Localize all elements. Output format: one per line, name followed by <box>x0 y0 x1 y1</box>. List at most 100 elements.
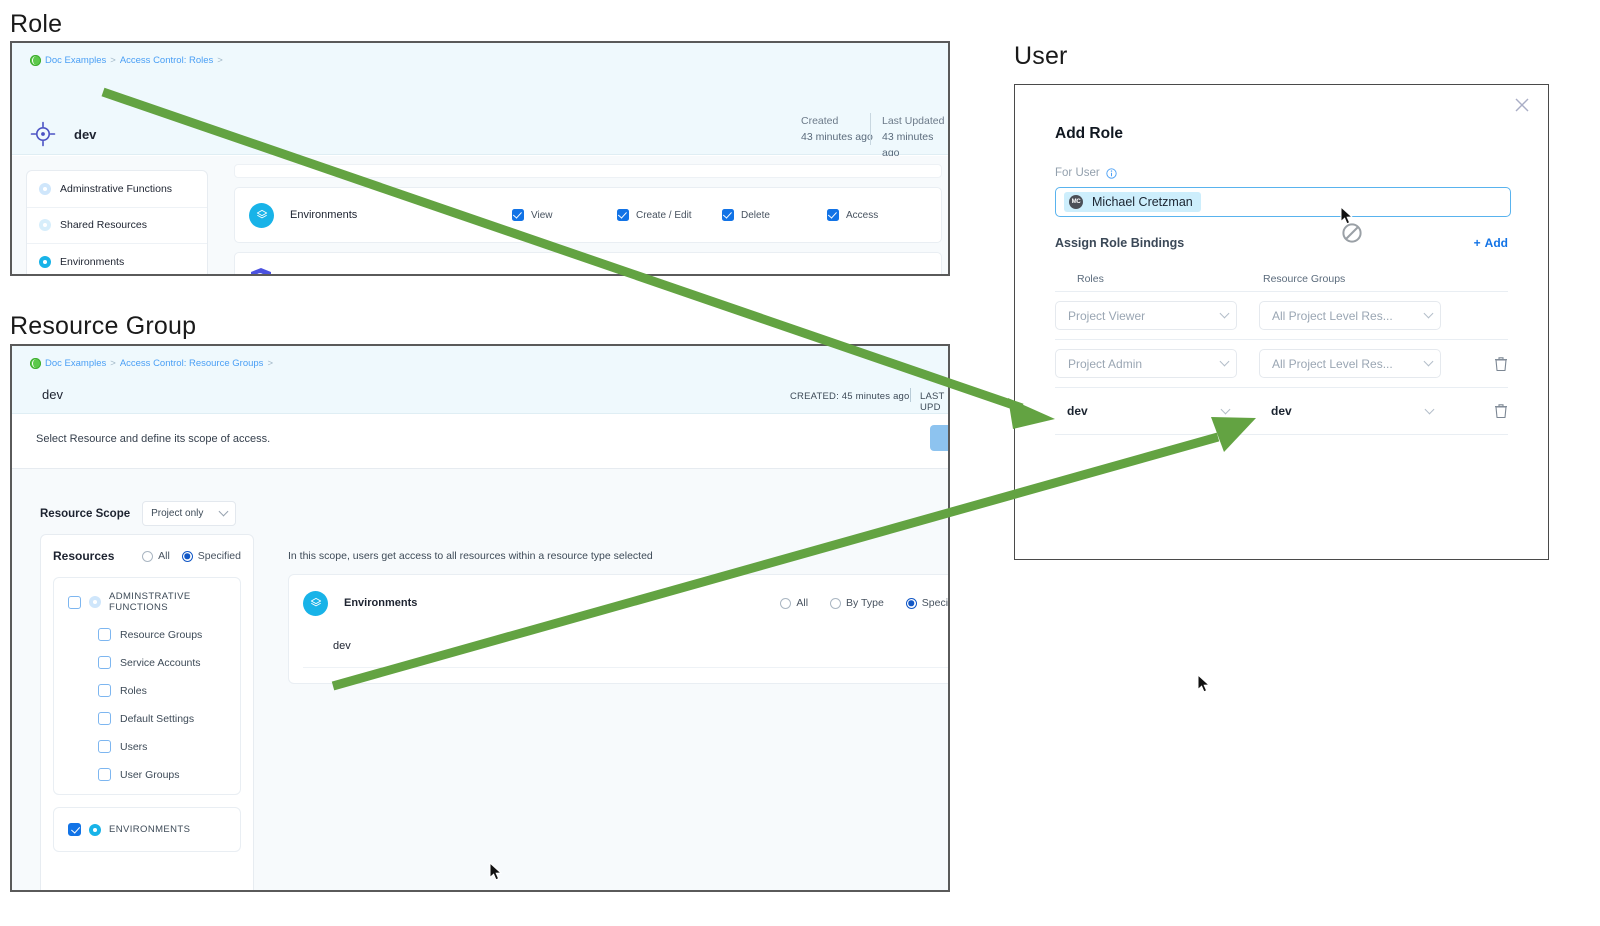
resource-group-panel: Doc Examples > Access Control: Resource … <box>10 344 950 892</box>
resource-item-user-groups[interactable]: User Groups <box>98 768 230 781</box>
delete-icon[interactable] <box>1494 403 1508 419</box>
breadcrumb-separator: > <box>110 358 116 369</box>
radio-all[interactable]: All <box>142 550 170 562</box>
created-value: 43 minutes ago <box>801 131 873 143</box>
sidebar-item-environments[interactable]: Environments <box>27 244 207 274</box>
updated-label: Last Updated <box>882 115 945 127</box>
role-category-list: Adminstrative Functions Shared Resources… <box>26 170 208 274</box>
radio-icon-selected <box>905 597 917 609</box>
page-title: dev <box>74 126 97 142</box>
checkbox-access[interactable]: Access <box>827 209 927 221</box>
resource-group-select[interactable]: All Project Level Res... <box>1259 349 1441 378</box>
meta-divider <box>870 113 871 145</box>
save-button[interactable]: Sav <box>930 425 948 451</box>
checkbox-view[interactable]: View <box>512 209 617 221</box>
role-value: dev <box>1067 404 1088 418</box>
resource-item-service-accounts[interactable]: Service Accounts <box>98 656 230 669</box>
radio-by-type[interactable]: By Type <box>830 597 884 609</box>
table-row: dev dev <box>1055 387 1508 435</box>
checkbox-icon[interactable] <box>98 628 111 641</box>
radio-all[interactable]: All <box>780 597 808 609</box>
sidebar-item-label: Shared Resources <box>60 219 147 232</box>
chevron-down-icon <box>1219 308 1230 319</box>
breadcrumb-separator: > <box>110 55 116 66</box>
rg-panel-header: Doc Examples > Access Control: Resource … <box>12 346 948 414</box>
resources-label: Resources <box>53 549 115 563</box>
environments-radio-group: All By Type Specified <box>780 597 948 609</box>
radio-specified[interactable]: Specified <box>905 597 948 609</box>
radio-icon <box>142 550 154 562</box>
caption-user: User <box>1014 42 1068 70</box>
sidebar-item-label: Adminstrative Functions <box>60 182 173 195</box>
radio-specified[interactable]: Specified <box>181 550 241 562</box>
role-select[interactable]: Project Admin <box>1055 349 1237 378</box>
checkbox-icon[interactable] <box>98 656 111 669</box>
info-icon[interactable] <box>1106 167 1117 179</box>
permission-row-environments[interactable]: Environments View Create / Edit Delet <box>234 187 942 243</box>
resource-item-default-settings[interactable]: Default Settings <box>98 712 230 725</box>
resource-scope-select[interactable]: Project only <box>142 501 237 526</box>
permission-row-security-tests[interactable]: Security Tests <box>234 252 942 276</box>
column-header-roles: Roles <box>1077 273 1104 285</box>
radio-icon <box>830 597 842 609</box>
resource-item-resource-groups[interactable]: Resource Groups <box>98 628 230 641</box>
rg-subheader: Select Resource and define its scope of … <box>12 415 948 469</box>
sidebar-item-shared-resources[interactable]: Shared Resources <box>27 208 207 244</box>
user-select-field[interactable]: MC Michael Cretzman <box>1055 187 1511 217</box>
radio-icon <box>780 597 792 609</box>
resource-scope-value: Project only <box>151 508 204 519</box>
target-icon <box>30 121 56 147</box>
mouse-cursor <box>1197 674 1211 693</box>
created-value: CREATED: 45 minutes ago <box>790 391 910 402</box>
sidebar-item-label: Environments <box>60 256 125 269</box>
resource-scope-row: Resource Scope Project only <box>40 501 237 526</box>
radio-label: By Type <box>846 597 884 609</box>
checkbox-create-edit[interactable]: Create / Edit <box>617 209 722 221</box>
resource-group-select[interactable]: All Project Level Res... <box>1259 301 1441 330</box>
scope-detail-area: In this scope, users get access to all r… <box>274 534 948 890</box>
chevron-down-icon <box>218 506 229 517</box>
modal-title: Add Role <box>1055 125 1124 142</box>
checkbox-icon[interactable] <box>98 712 111 725</box>
resource-item-label: Default Settings <box>120 712 195 725</box>
breadcrumb-section[interactable]: Access Control: Resource Groups <box>119 358 264 369</box>
user-chip[interactable]: MC Michael Cretzman <box>1064 192 1201 212</box>
environment-selected-value: dev <box>333 640 351 652</box>
permission-checkboxes: View Create / Edit Delete Access <box>512 209 927 221</box>
sidebar-item-administrative-functions[interactable]: Adminstrative Functions <box>27 171 207 208</box>
role-select[interactable]: dev <box>1055 396 1237 426</box>
delete-icon[interactable] <box>1494 356 1508 372</box>
chevron-down-icon <box>1423 308 1434 319</box>
checkbox-icon[interactable] <box>98 740 111 753</box>
breadcrumb-project[interactable]: Doc Examples <box>45 358 107 369</box>
created-meta: CREATED: 45 minutes ago <box>790 391 910 402</box>
updated-meta: Last Updated 43 minutes ago <box>882 113 948 161</box>
radio-label: All <box>796 597 809 609</box>
resource-item-roles[interactable]: Roles <box>98 684 230 697</box>
resource-item-users[interactable]: Users <box>98 740 230 753</box>
checkbox-icon[interactable] <box>98 684 111 697</box>
checkbox-icon-checked[interactable] <box>68 823 81 836</box>
checkbox-icon <box>722 209 734 221</box>
breadcrumb-section[interactable]: Access Control: Roles <box>119 55 214 66</box>
for-user-label-row: For User <box>1055 167 1117 179</box>
add-binding-button[interactable]: + Add <box>1474 236 1508 250</box>
role-panel: Doc Examples > Access Control: Roles > d… <box>10 41 950 276</box>
permission-name: Security Tests <box>289 274 357 276</box>
role-select[interactable]: Project Viewer <box>1055 301 1237 330</box>
scope-note: In this scope, users get access to all r… <box>288 550 653 562</box>
group-title-label: ADMINSTRATIVE FUNCTIONS <box>109 591 191 613</box>
checkbox-delete[interactable]: Delete <box>722 209 827 221</box>
resources-header: Resources All Specified <box>53 549 241 563</box>
group-header[interactable]: ENVIRONMENTS <box>68 823 230 836</box>
close-icon[interactable] <box>1514 97 1530 113</box>
checkbox-icon <box>512 209 524 221</box>
resource-group-select[interactable]: dev <box>1259 396 1441 426</box>
cyan-dot-icon <box>39 256 51 269</box>
resource-group-value: All Project Level Res... <box>1272 356 1393 371</box>
breadcrumb-project[interactable]: Doc Examples <box>45 55 107 66</box>
resource-scope-label: Resource Scope <box>40 507 131 520</box>
checkbox-icon[interactable] <box>98 768 111 781</box>
group-header[interactable]: ADMINSTRATIVE FUNCTIONS <box>68 591 230 613</box>
checkbox-icon[interactable] <box>68 595 81 609</box>
